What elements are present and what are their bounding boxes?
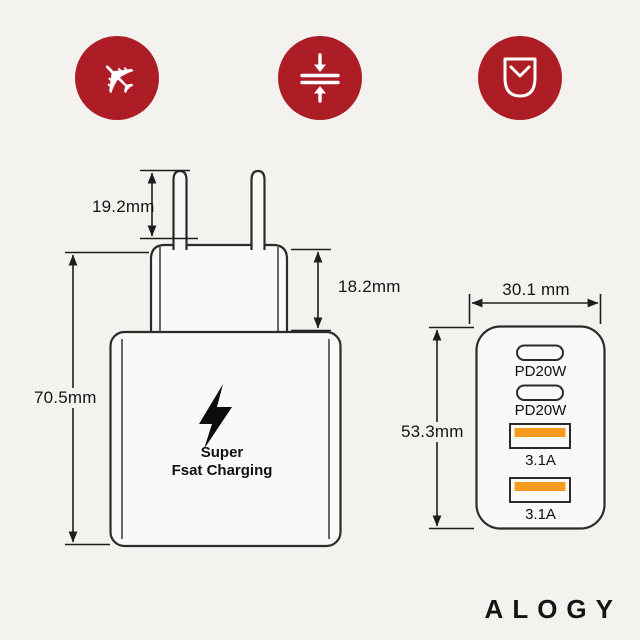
brand-logo: ALOGY (484, 594, 622, 624)
airplane-badge: ✈ (75, 36, 159, 120)
usb-a-port-1 (509, 423, 571, 449)
usb-c-port-2 (516, 384, 564, 401)
bottom-view-outline (475, 325, 606, 530)
charger-bottom-view (475, 325, 606, 530)
dim-label-bottom-height: 53.3mm (398, 422, 467, 442)
usb-c-label-1: PD20W (514, 363, 567, 380)
compress-badge (278, 36, 362, 120)
charger-front-view (109, 169, 342, 548)
usb-a-port-2 (509, 477, 571, 503)
plug-neck (149, 243, 289, 333)
pocket-badge (478, 36, 562, 120)
usb-c-port-1 (516, 344, 564, 361)
dim-label-bottom-width: 30.1 mm (502, 280, 570, 299)
charger-body (109, 330, 342, 548)
lightning-bolt-icon (199, 384, 232, 449)
pocket-icon (503, 57, 537, 98)
dim-label-neck-height: 18.2mm (338, 277, 401, 296)
usb-a-tongue-2 (514, 482, 566, 491)
usb-a-label-2: 3.1A (525, 506, 556, 523)
usb-a-label-1: 3.1A (525, 452, 556, 469)
usb-c-label-2: PD20W (514, 402, 567, 419)
prong-right (250, 169, 266, 250)
charger-text-line1: Super (200, 444, 244, 461)
usb-a-tongue-1 (514, 428, 566, 437)
compress-icon (300, 53, 340, 103)
charger-text-line2: Fsat Charging (171, 462, 273, 479)
dim-label-body-height: 70.5mm (31, 388, 100, 408)
dim-label-prong-height: 19.2mm (92, 197, 155, 216)
